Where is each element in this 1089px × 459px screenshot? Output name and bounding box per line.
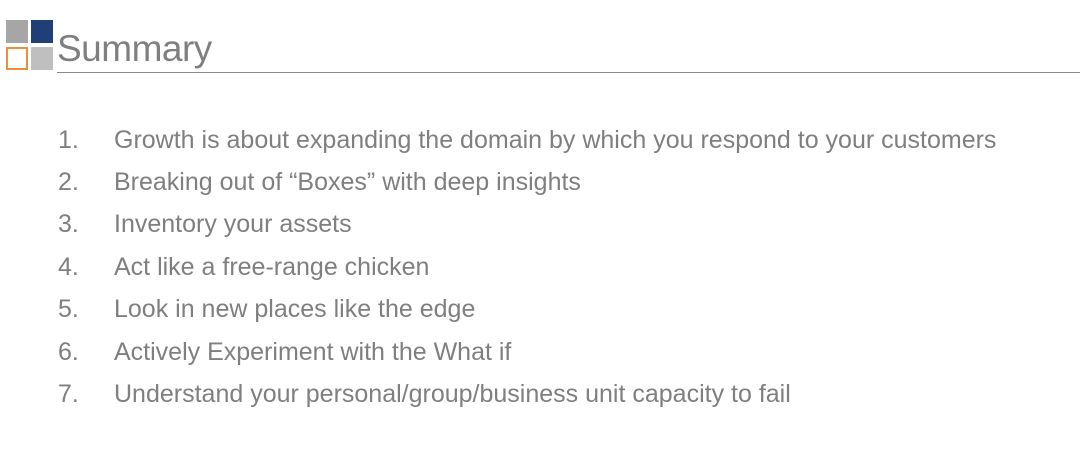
list-item-number: 3. [58, 210, 79, 239]
list-item: 3. Inventory your assets [58, 204, 996, 246]
list-item: 7. Understand your personal/group/busine… [58, 373, 996, 415]
list-item-number: 2. [58, 168, 79, 197]
logo-squares-icon [6, 20, 54, 72]
list-item-number: 7. [58, 380, 79, 409]
list-item-text: Growth is about expanding the domain by … [114, 125, 997, 154]
list-item: 6. Actively Experiment with the What if [58, 331, 996, 373]
list-item: 5. Look in new places like the edge [58, 289, 996, 331]
list-item: 2. Breaking out of “Boxes” with deep ins… [58, 161, 996, 203]
list-item-text: Look in new places like the edge [114, 295, 476, 324]
slide-title: Summary [57, 28, 212, 69]
summary-list: 1. Growth is about expanding the domain … [58, 119, 996, 416]
list-item-number: 1. [58, 125, 79, 154]
list-item: 4. Act like a free-range chicken [58, 246, 996, 288]
logo-square-orange-outline [6, 47, 28, 70]
list-item-text: Inventory your assets [114, 210, 352, 239]
list-item-text: Understand your personal/group/business … [114, 380, 791, 409]
title-underline [57, 72, 1080, 73]
list-item-text: Act like a free-range chicken [114, 252, 430, 281]
list-item-text: Actively Experiment with the What if [114, 337, 512, 366]
list-item-number: 6. [58, 337, 79, 366]
logo-square-gray [6, 20, 28, 43]
list-item-number: 4. [58, 252, 79, 281]
logo-square-light-gray [31, 47, 53, 70]
list-item: 1. Growth is about expanding the domain … [58, 119, 996, 161]
logo-square-navy [31, 20, 53, 43]
list-item-number: 5. [58, 295, 79, 324]
list-item-text: Breaking out of “Boxes” with deep insigh… [114, 168, 581, 197]
